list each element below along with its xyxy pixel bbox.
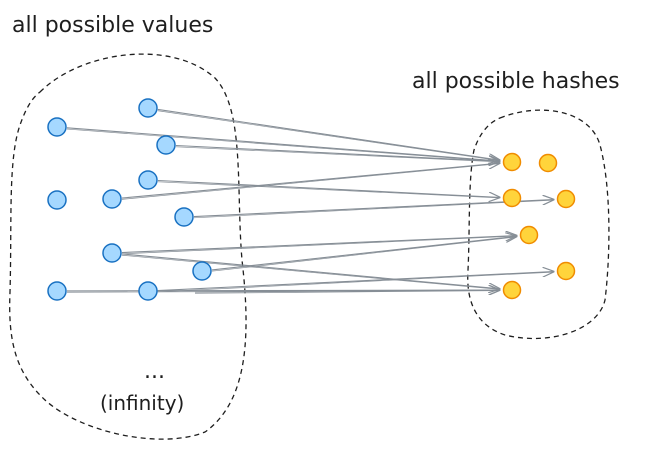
- mapping-arrow: [121, 235, 517, 255]
- ellipsis-label: ...: [144, 359, 165, 384]
- value-node: [102, 189, 122, 209]
- hashes-set-outline: [467, 109, 610, 340]
- mapping-arrow: [121, 163, 500, 200]
- mapping-arrow: [121, 253, 500, 289]
- value-node: [138, 281, 158, 301]
- values-set-outline: [9, 53, 247, 440]
- hash-nodes: [502, 152, 576, 300]
- hash-node: [502, 152, 522, 172]
- mapping-arrow: [66, 128, 500, 162]
- mapping-arrow: [193, 199, 554, 219]
- value-node: [192, 261, 212, 281]
- mapping-arrow: [66, 127, 500, 161]
- mapping-arrow: [194, 290, 500, 294]
- values-nodes: [47, 98, 212, 301]
- value-node: [174, 207, 194, 227]
- hash-node: [502, 280, 522, 300]
- mapping-arrow: [175, 144, 500, 161]
- mapping-arrow: [121, 163, 500, 199]
- value-node: [47, 281, 67, 301]
- hash-node: [502, 188, 522, 208]
- hash-node: [556, 261, 576, 281]
- mapping-arrow: [157, 108, 500, 160]
- mapping-arrows: [66, 108, 554, 294]
- hash-node: [556, 189, 576, 209]
- hash-node: [519, 225, 539, 245]
- value-node: [138, 170, 158, 190]
- mapping-arrow: [175, 146, 500, 163]
- mapping-arrow: [157, 110, 500, 162]
- hashes-set-title: all possible hashes: [412, 69, 620, 94]
- value-node: [102, 243, 122, 263]
- mapping-arrow: [211, 236, 517, 272]
- mapping-arrow: [157, 271, 554, 293]
- value-node: [138, 98, 158, 118]
- values-set-title: all possible values: [12, 13, 213, 38]
- mapping-arrow: [157, 179, 500, 197]
- value-node: [47, 117, 67, 137]
- mapping-arrow: [121, 254, 500, 290]
- mapping-arrow: [157, 181, 500, 199]
- mapping-arrow: [121, 236, 517, 254]
- value-node: [47, 190, 67, 210]
- mapping-arrow: [157, 272, 554, 292]
- infinity-label: (infinity): [100, 391, 184, 415]
- mapping-arrow: [193, 200, 554, 218]
- mapping-arrow: [194, 290, 500, 292]
- mapping-arrow: [211, 236, 517, 271]
- hash-node: [538, 153, 558, 173]
- value-node: [156, 135, 176, 155]
